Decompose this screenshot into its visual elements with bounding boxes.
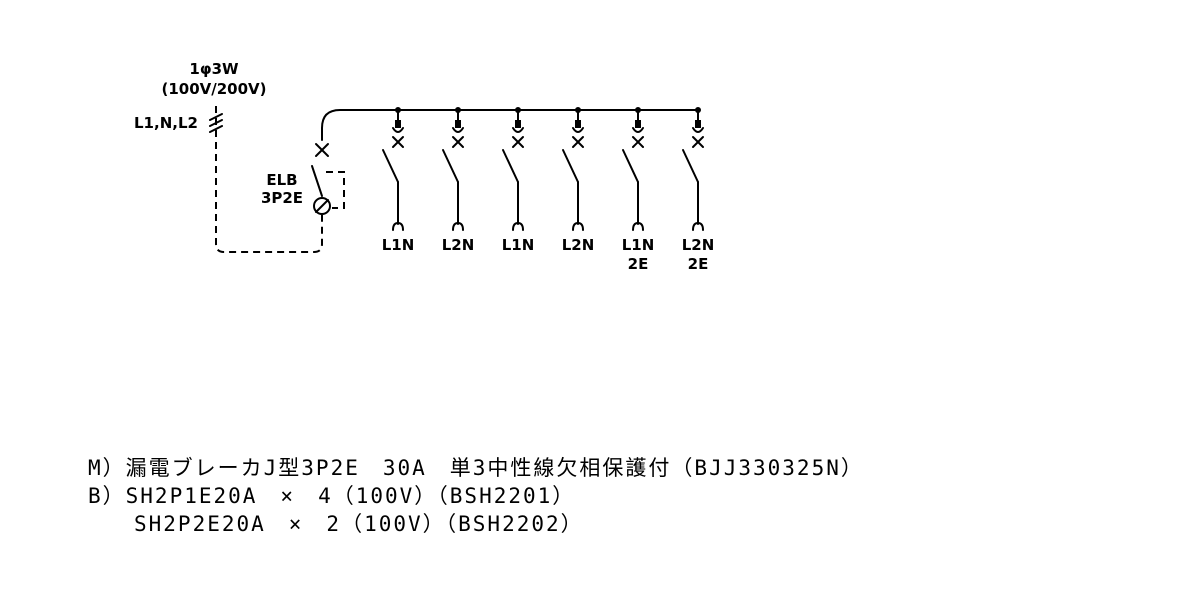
branch-output-terminal [512, 222, 524, 231]
branch-contact-cross-b [692, 136, 704, 148]
branch-contact-cross-b [512, 136, 524, 148]
branch-output-terminal [572, 222, 584, 231]
branch-output-terminal [632, 222, 644, 231]
branch-terminal-cap [692, 127, 704, 133]
branch-switch-blade [622, 149, 639, 183]
branch-line-label: L1N [502, 236, 535, 254]
main-elb-breaker [311, 109, 699, 215]
branch-line-label: L1N [382, 236, 415, 254]
branch-terminal-block [515, 120, 521, 128]
elb-type-label: ELB [266, 171, 297, 189]
branch-terminal-cap [632, 127, 644, 133]
branch-terminal-block [635, 120, 641, 128]
supply-phase-label: 1φ3W [189, 60, 239, 78]
branch-contact-cross-b [452, 136, 464, 148]
branch-breaker-2: L2N [442, 107, 475, 254]
branch-output-terminal [392, 222, 404, 231]
branch-terminal-cap [452, 127, 464, 133]
branch-breaker-spec-note-2: SH2P2E20A × 2（100V）（BSH2202） [88, 512, 584, 536]
main-breaker-spec-note: M）漏電ブレーカJ型3P2E 30A 単3中性線欠相保護付（BJJ330325N… [88, 456, 864, 480]
branch-terminal-block [575, 120, 581, 128]
branch-switch-blade [502, 149, 519, 183]
branch-output-terminal [692, 222, 704, 231]
branch-switch-blade [562, 149, 579, 183]
branch-breaker-3: L1N [502, 107, 535, 254]
branch-line-label: L2N [442, 236, 475, 254]
branch-breaker-1: L1N [382, 107, 415, 254]
branch-terminal-block [395, 120, 401, 128]
branch-breaker-spec-note-1: B）SH2P1E20A × 4（100V）（BSH2201） [88, 484, 575, 508]
branch-terminal-cap [512, 127, 524, 133]
supply-voltage-label: (100V/200V) [161, 80, 266, 98]
branch-switch-blade [682, 149, 699, 183]
branch-line-label: L1N [622, 236, 655, 254]
branch-terminal-cap [572, 127, 584, 133]
branch-contact-cross-b [392, 136, 404, 148]
branch-terminal-block [695, 120, 701, 128]
branch-switch-blade [442, 149, 459, 183]
branch-output-terminal [452, 222, 464, 231]
branch-breaker-4: L2N [562, 107, 595, 254]
branch-terminal-cap [392, 127, 404, 133]
branch-contact-cross-b [632, 136, 644, 148]
branch-switch-blade [382, 149, 399, 183]
branch-earth-label: 2E [628, 255, 649, 273]
supply-lines-label: L1,N,L2 [134, 114, 198, 132]
branch-line-label: L2N [562, 236, 595, 254]
supply-cable [215, 106, 323, 253]
branch-earth-label: 2E [688, 255, 709, 273]
branch-line-label: L2N [682, 236, 715, 254]
elb-poles-label: 3P2E [261, 189, 303, 207]
branch-terminal-block [455, 120, 461, 128]
branch-contact-cross-b [572, 136, 584, 148]
